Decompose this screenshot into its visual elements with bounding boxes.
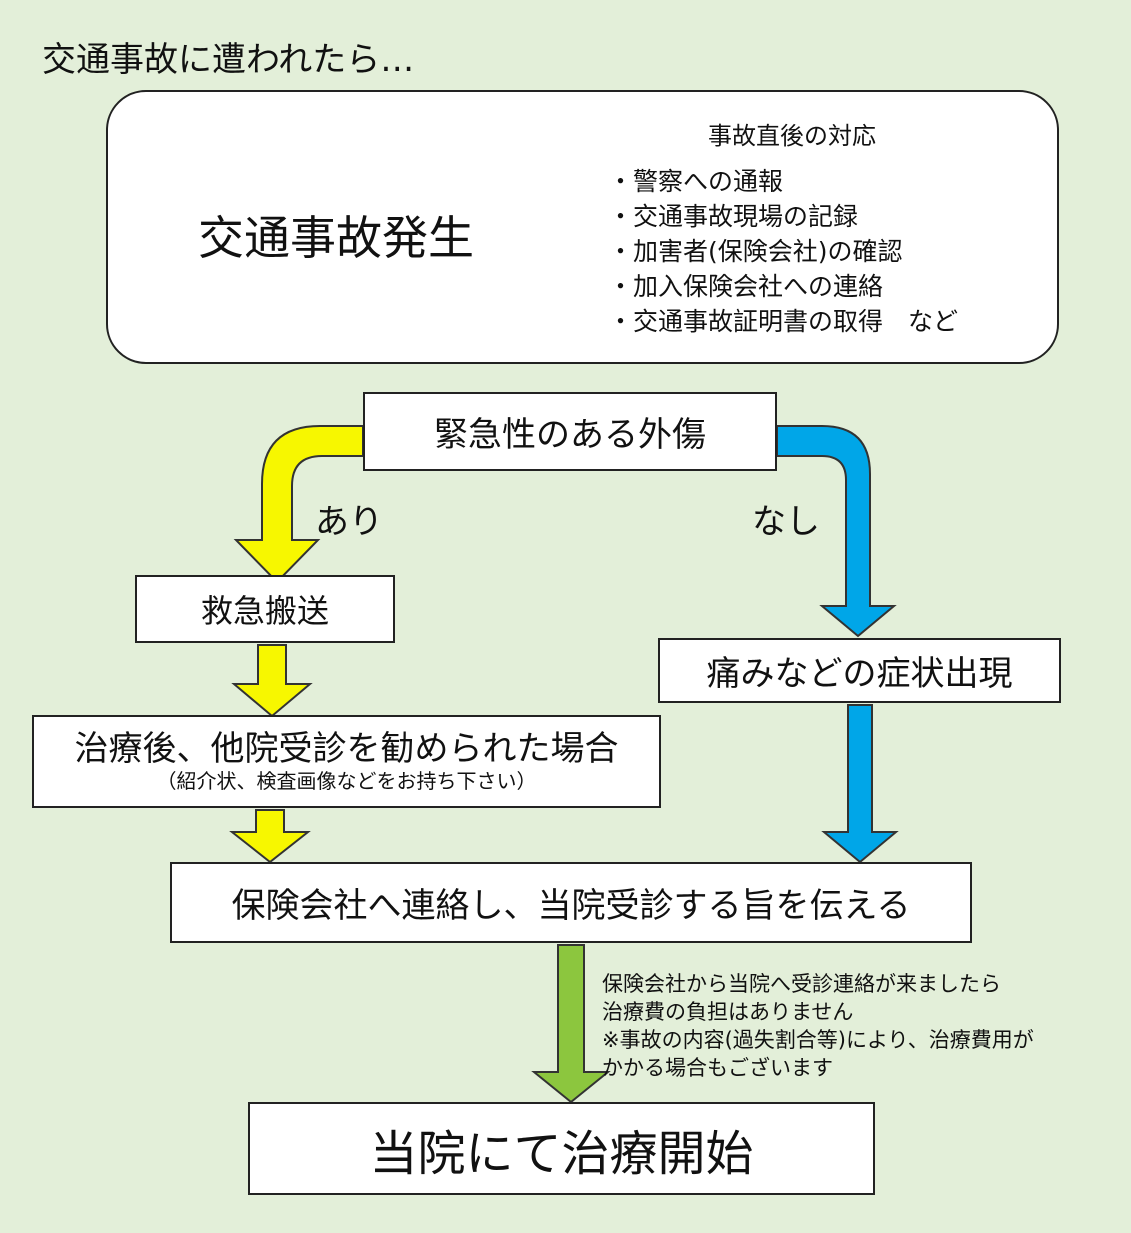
note-line: 保険会社から当院へ受診連絡が来ましたら (602, 972, 1001, 996)
ambulance-box: 救急搬送 (135, 575, 395, 643)
arrow-ambulance-to-referral (231, 644, 313, 718)
contact-insurer-box: 保険会社へ連絡し、当院受診する旨を伝える (170, 862, 972, 943)
no-label: なし (752, 502, 820, 542)
checklist-title: 事故直後の対応 (708, 122, 876, 150)
arrow-symptoms-to-contact (821, 704, 899, 864)
arrow-contact-to-start (531, 944, 611, 1104)
urgent-injury-box: 緊急性のある外傷 (363, 392, 777, 471)
yes-label: あり (315, 502, 383, 542)
note-line: 治療費の負担はありません (602, 1000, 854, 1024)
treatment-start-box: 当院にて治療開始 (248, 1102, 875, 1195)
checklist-item: ・加害者(保険会社)の確認 (608, 237, 903, 266)
event-title: 交通事故発生 (198, 211, 474, 265)
referral-sub-text: （紹介状、検査画像などをお持ち下さい） (156, 768, 537, 793)
checklist-item: ・警察への通報 (608, 167, 784, 196)
referral-main-text: 治療後、他院受診を勧められた場合 (74, 729, 619, 770)
yes-arrow (233, 425, 364, 584)
referral-box: 治療後、他院受診を勧められた場合 （紹介状、検査画像などをお持ち下さい） (32, 715, 661, 808)
checklist-item: ・加入保険会社への連絡 (608, 272, 884, 301)
symptoms-box: 痛みなどの症状出現 (658, 638, 1061, 703)
checklist-item: ・交通事故証明書の取得 など (608, 307, 959, 336)
note-line: ※事故の内容(過失割合等)により、治療費用が (602, 1028, 1034, 1052)
checklist-item: ・交通事故現場の記録 (608, 202, 859, 231)
note-line: かかる場合もございます (602, 1056, 833, 1080)
payment-note: 保険会社から当院へ受診連絡が来ましたら 治療費の負担はありません ※事故の内容(… (602, 970, 1034, 1082)
page-title: 交通事故に遭われたら… (42, 40, 415, 80)
no-arrow (776, 425, 897, 638)
arrow-referral-to-contact (229, 809, 311, 864)
accident-event-card: 交通事故発生 事故直後の対応 ・警察への通報 ・交通事故現場の記録 ・加害者(保… (106, 90, 1059, 364)
checklist: ・警察への通報 ・交通事故現場の記録 ・加害者(保険会社)の確認 ・加入保険会社… (608, 164, 958, 339)
